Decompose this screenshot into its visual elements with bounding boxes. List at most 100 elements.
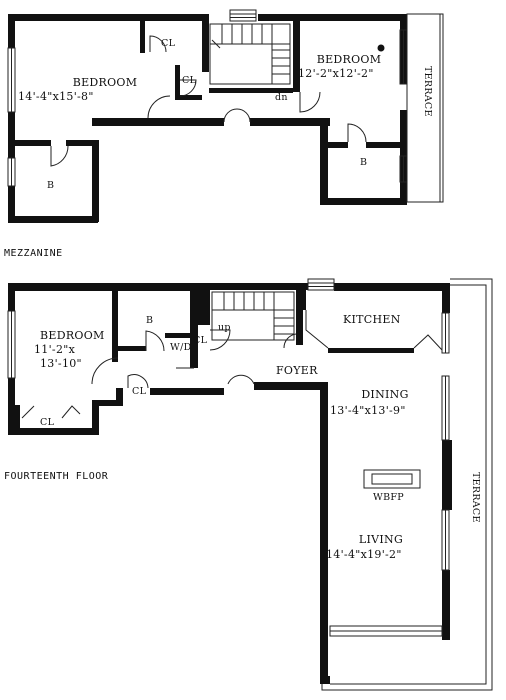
f14-living-name: LIVING bbox=[358, 533, 404, 546]
f14-wall-top-mid bbox=[208, 283, 308, 290]
f14-terrace-label: TERRACE bbox=[470, 472, 481, 523]
f14-fireplace-label: WBFP bbox=[373, 492, 404, 503]
mezz-stair bbox=[209, 23, 291, 85]
f14-door-cl bbox=[209, 329, 231, 351]
mezz-terrace-outline bbox=[406, 13, 444, 203]
f14-wall-bath-bottom bbox=[118, 346, 146, 351]
f14-door-bed bbox=[91, 357, 119, 385]
f14-wall-closet-right bbox=[92, 400, 99, 435]
mezz-wall-top-left bbox=[8, 14, 208, 21]
mezz-door-swing-closet2 bbox=[179, 79, 197, 97]
f14-wall-step3 bbox=[150, 388, 224, 395]
f14-wall-kitchen-left bbox=[300, 290, 306, 310]
mezz-closet1-label: CL bbox=[161, 38, 176, 49]
mezz-terrace-label: TERRACE bbox=[422, 66, 433, 117]
mezz-stair-label: dn bbox=[275, 92, 288, 103]
mezz-bedroom1-size: 14'-4"x15'-8" bbox=[18, 90, 94, 103]
mezz-wall-hall-bottom-right bbox=[250, 118, 330, 126]
f14-wall-right-mid bbox=[442, 440, 452, 510]
f14-door-hall bbox=[227, 374, 255, 385]
f14-door-closet-mid bbox=[127, 374, 149, 389]
f14-wall-hall-right bbox=[254, 382, 328, 390]
mezz-wall-left-bottom bbox=[8, 186, 15, 222]
f14-closet-low-label: CL bbox=[40, 417, 55, 428]
f14-wd-label: W/D bbox=[170, 342, 192, 353]
f14-wall-step2 bbox=[116, 388, 123, 406]
f14-kitchen-label: KITCHEN bbox=[343, 313, 401, 326]
f14-wall-left-lower bbox=[8, 378, 15, 434]
f14-wall-living-left bbox=[320, 382, 328, 682]
mezz-wall-left-lower bbox=[8, 112, 15, 158]
f14-kitchen-counter bbox=[305, 310, 329, 349]
fourteenth-details bbox=[7, 278, 493, 691]
f14-wall-step1 bbox=[92, 400, 120, 406]
mezz-bath1-label: B bbox=[47, 180, 55, 191]
mezz-window-top bbox=[229, 9, 257, 22]
f14-closet-mid-label: CL bbox=[132, 386, 147, 397]
f14-stair bbox=[211, 291, 295, 341]
f14-wall-bottom-left bbox=[8, 428, 98, 435]
f14-foyer-label: FOYER bbox=[276, 364, 318, 377]
mezz-wall-bottom-left bbox=[8, 216, 98, 223]
f14-wall-living-bottom bbox=[320, 676, 330, 684]
fourteenth-plan bbox=[8, 283, 452, 684]
mezzanine-caption: MEZZANINE bbox=[4, 248, 63, 259]
f14-fireplace bbox=[363, 469, 421, 489]
f14-bath-label: B bbox=[146, 315, 154, 326]
f14-door-bath bbox=[145, 330, 165, 352]
f14-wall-stair-right bbox=[296, 283, 303, 345]
mezz-door-swing-hall bbox=[223, 108, 251, 123]
mezz-closet-wall-1 bbox=[140, 21, 145, 53]
mezz-wall-top-right bbox=[258, 14, 406, 21]
f14-dining-size: 13'-4"x13'-9" bbox=[330, 404, 406, 417]
mezz-wall-bath2-top2 bbox=[366, 142, 400, 148]
mezz-door-swing-bath2 bbox=[347, 123, 367, 143]
mezzanine-details bbox=[7, 9, 444, 203]
mezz-closet-wall-3 bbox=[175, 95, 202, 100]
mezz-stair-wall bbox=[209, 88, 293, 93]
f14-bedroom-size-a: 11'-2"x bbox=[34, 343, 76, 356]
f14-wall-right-bottom bbox=[442, 570, 450, 640]
mezz-wall-hall-bottom-left bbox=[148, 118, 224, 126]
mezz-door-swing-bed2 bbox=[299, 91, 321, 113]
mezz-wall-center-right bbox=[293, 14, 300, 92]
f14-wall-wd bbox=[165, 333, 190, 338]
mezz-wall-left-upper bbox=[8, 14, 15, 48]
f14-window-top bbox=[307, 278, 335, 291]
f14-wall-top-right bbox=[334, 283, 450, 291]
mezz-wall-bath2-left bbox=[320, 118, 328, 204]
mezz-bedroom2-size: 12'-2"x12'-2" bbox=[298, 67, 374, 80]
mezz-wall-bath-top bbox=[15, 140, 51, 146]
f14-wall-closet-low bbox=[15, 405, 20, 428]
mezz-fixture-dot bbox=[377, 44, 385, 52]
mezz-bath2-label: B bbox=[360, 157, 368, 168]
mezz-closet2-label: CL bbox=[182, 75, 197, 86]
f14-wall-top-left bbox=[8, 283, 208, 291]
f14-dining-name: DINING bbox=[361, 388, 409, 401]
mezz-wall-mid-horiz bbox=[92, 118, 202, 126]
mezz-door-swing-bed bbox=[147, 95, 171, 119]
mezz-bedroom1-name: BEDROOM bbox=[72, 76, 138, 89]
mezz-wall-bottom-right bbox=[320, 198, 407, 205]
f14-living-size: 14'-4"x19'-2" bbox=[326, 548, 402, 561]
mezz-wall-bath-top2 bbox=[66, 140, 99, 146]
mezz-door-swing-closet1 bbox=[149, 35, 167, 53]
mezz-wall-bath2-top bbox=[328, 142, 348, 148]
mezz-bedroom2-name: BEDROOM bbox=[316, 53, 382, 66]
mezz-closet-wall-2 bbox=[175, 65, 180, 99]
f14-terrace-outline bbox=[321, 278, 493, 691]
f14-wall-center-low bbox=[190, 318, 198, 368]
f14-door-stair bbox=[283, 333, 297, 349]
f14-door-closet-low bbox=[21, 405, 81, 419]
f14-bedroom-size-b: 13'-10" bbox=[40, 357, 82, 370]
f14-bedroom-name: BEDROOM bbox=[40, 329, 105, 342]
mezz-wall-center-left bbox=[202, 14, 209, 72]
f14-wall-bed-right bbox=[112, 290, 118, 362]
f14-wall-kitchen-bottom bbox=[328, 348, 414, 353]
f14-closet-top-label: CL bbox=[193, 335, 208, 346]
mezz-door-swing-bath bbox=[50, 145, 69, 167]
f14-wall-right bbox=[442, 283, 450, 313]
mezz-wall-bath-right bbox=[92, 140, 99, 222]
mezzanine-plan bbox=[8, 14, 407, 223]
